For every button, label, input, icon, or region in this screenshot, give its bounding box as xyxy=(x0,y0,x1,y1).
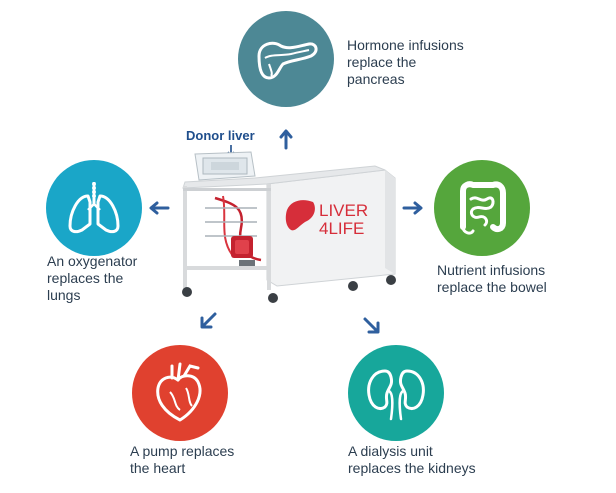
heart-caption: A pump replaces the heart xyxy=(130,443,234,477)
caption-line: A pump replaces xyxy=(130,443,235,459)
logo-line1: LIVER xyxy=(319,201,368,220)
arrow-left-icon xyxy=(149,201,170,215)
lungs-circle xyxy=(46,160,142,256)
caption-line: Hormone infusions xyxy=(347,37,464,53)
caption-line: Nutrient infusions xyxy=(437,262,546,278)
caption-line: A dialysis unit xyxy=(348,443,433,459)
arrow-right-icon xyxy=(402,201,423,215)
pancreas-circle xyxy=(238,11,334,107)
caption-line: An oxygenator xyxy=(47,253,138,269)
pancreas-icon xyxy=(257,41,318,80)
liver4life-device: LIVER 4LIFE xyxy=(182,151,396,303)
caption-line: lungs xyxy=(47,287,81,303)
caption-line: replaces the kidneys xyxy=(348,460,476,476)
lungs-icon xyxy=(68,182,120,234)
caption-line: replace the xyxy=(347,54,417,70)
arrow-up-icon xyxy=(279,129,293,150)
kidneys-caption: A dialysis unit replaces the kidneys xyxy=(348,443,476,477)
caption-line: replace the bowel xyxy=(437,279,547,295)
bowel-icon xyxy=(460,181,506,235)
caption-line: replaces the xyxy=(47,270,124,286)
kidneys-circle xyxy=(348,345,444,441)
bowel-circle xyxy=(434,160,530,256)
donor-liver-label: Donor liver xyxy=(186,128,255,143)
caption-line: the heart xyxy=(130,460,186,476)
kidneys-icon xyxy=(367,369,425,421)
heart-circle xyxy=(132,345,228,441)
heart-icon xyxy=(156,362,202,422)
arrow-down-right-icon xyxy=(363,317,380,334)
logo-line2: 4LIFE xyxy=(319,219,364,238)
arrow-down-left-icon xyxy=(200,312,217,329)
pancreas-caption: Hormone infusions replace the pancreas xyxy=(347,37,464,88)
bowel-caption: Nutrient infusions replace the bowel xyxy=(437,262,547,296)
caption-line: pancreas xyxy=(347,71,405,87)
lungs-caption: An oxygenator replaces the lungs xyxy=(47,253,137,304)
